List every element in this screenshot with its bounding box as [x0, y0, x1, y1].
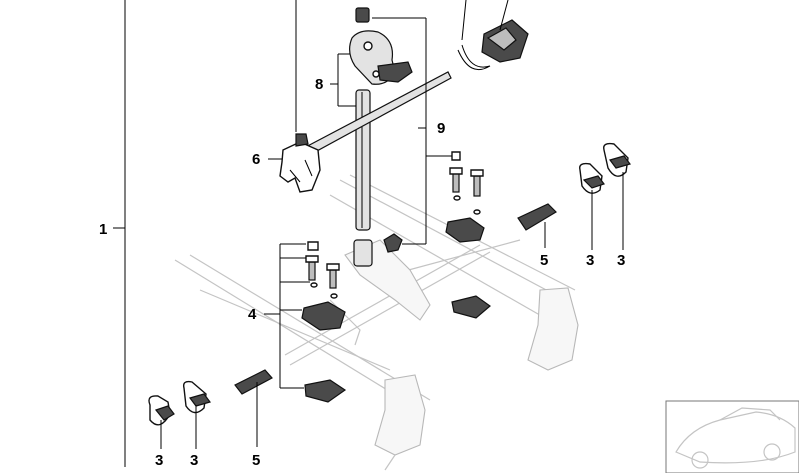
callout-4: 4: [248, 306, 257, 323]
callout-6: 6: [252, 151, 260, 168]
hardware-set-4: [301, 241, 491, 403]
callout-5-right: 5: [540, 252, 548, 269]
callout-9: 9: [437, 120, 445, 137]
top-cap: [355, 7, 370, 23]
roof-rack-outline: [174, 174, 579, 471]
callout-8: 8: [315, 76, 323, 93]
callout-3-bottom-mid: 3: [190, 452, 198, 469]
callout-5-bottom: 5: [252, 452, 260, 469]
callout-3-right-a: 3: [586, 252, 594, 269]
leader-lines: [160, 0, 624, 449]
holder-arm: [279, 71, 452, 193]
callout-labels: 1 6 8 9 4 5 5 3 3 3 3: [99, 76, 625, 469]
strap-holder: [457, 19, 529, 70]
callout-3-right-b: 3: [617, 252, 625, 269]
car-thumbnail: [665, 400, 799, 473]
hardware-set-9: [383, 151, 485, 253]
callout-3-bottom-left: 3: [155, 452, 163, 469]
end-cap-parts: [234, 203, 557, 395]
assembly-bracket: [113, 0, 126, 467]
frame-holder-head: [349, 30, 413, 85]
callout-1: 1: [99, 221, 107, 238]
strap-clamps: [148, 142, 632, 426]
